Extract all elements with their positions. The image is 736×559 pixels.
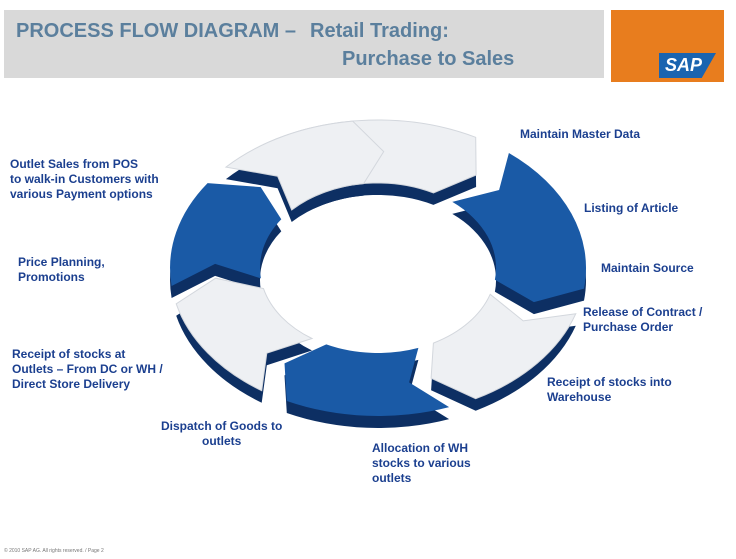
label-line: Receipt of stocks into: [547, 375, 672, 389]
label-maintain-source: Maintain Source: [601, 261, 694, 276]
label-line: Warehouse: [547, 390, 612, 404]
label-line: Receipt of stocks at: [12, 347, 126, 361]
segment-light: [430, 293, 577, 400]
label-line: Maintain Master Data: [520, 127, 641, 141]
label-line: Allocation of WH: [372, 441, 468, 455]
segment-light: [175, 277, 314, 392]
segment-blue: [170, 183, 282, 286]
label-line: Outlets – From DC or WH /: [12, 362, 163, 376]
segment-light: [224, 120, 385, 211]
title-main: PROCESS FLOW DIAGRAM –: [16, 20, 297, 42]
label-maintain-master-data: Maintain Master Data: [520, 127, 640, 142]
label-line: Listing of Article: [584, 201, 679, 215]
label-line: Maintain Source: [601, 261, 694, 275]
title-line-2: Purchase to Sales: [342, 48, 515, 70]
footer: © 2010 SAP AG. All rights reserved. / Pa…: [4, 548, 104, 554]
label-line: stocks to various: [372, 456, 471, 470]
label-line: Dispatch of Goods to: [161, 419, 283, 433]
label-line: Purchase Order: [583, 320, 674, 334]
label-line: outlets: [202, 434, 242, 448]
title-bar: PROCESS FLOW DIAGRAM – Retail Trading: Pu…: [4, 10, 604, 78]
label-line: Direct Store Delivery: [12, 377, 131, 391]
label-line: Release of Contract /: [583, 305, 703, 319]
segment-blue: [452, 153, 587, 303]
label-line: to walk-in Customers with: [10, 172, 159, 186]
title-line-1: PROCESS FLOW DIAGRAM – Retail Trading:: [16, 20, 449, 43]
label-line: Outlet Sales from POS: [10, 157, 139, 171]
label-line: outlets: [372, 471, 412, 485]
label-listing-of-article: Listing of Article: [584, 201, 678, 216]
label-release-of-contract: Release of Contract /Purchase Order: [583, 305, 702, 335]
label-line: various Payment options: [10, 187, 153, 201]
label-line: Price Planning,: [18, 255, 105, 269]
label-price-planning: Price Planning,Promotions: [18, 255, 105, 285]
label-line: Promotions: [18, 270, 85, 284]
title-subtitle: Retail Trading:: [310, 20, 449, 42]
segment-blue: [284, 344, 450, 417]
sap-logo-box: SAP: [611, 10, 724, 82]
